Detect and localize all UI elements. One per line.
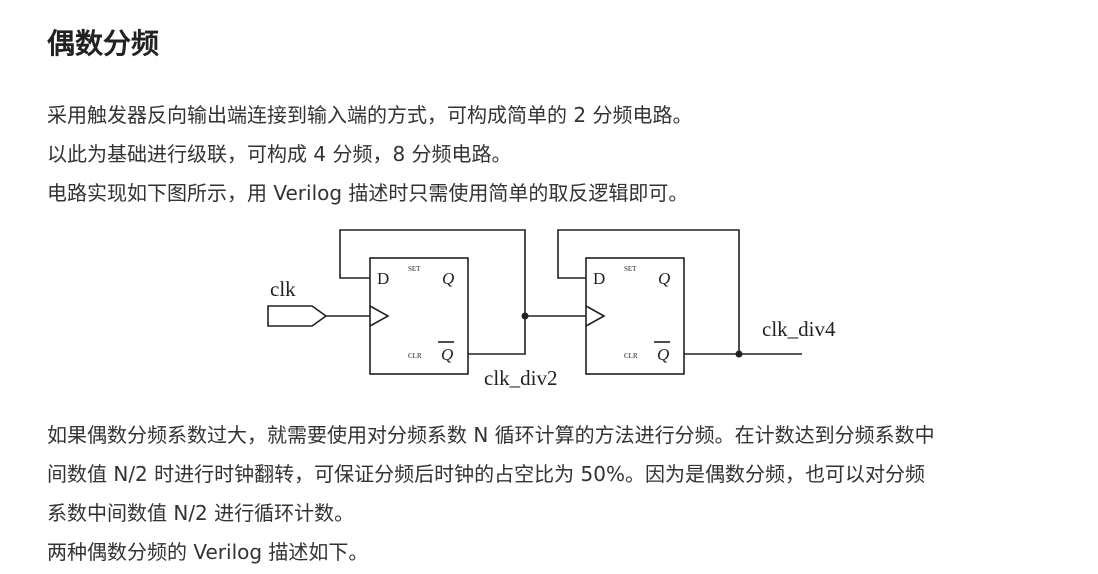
clk-label: clk xyxy=(270,277,296,301)
ff2-feedback-wire xyxy=(557,229,740,355)
intro-line: 采用触发器反向输出端连接到输入端的方式，可构成简单的 2 分频电路。 xyxy=(47,103,693,127)
intro-paragraph: 采用触发器反向输出端连接到输入端的方式，可构成简单的 2 分频电路。 以此为基础… xyxy=(47,96,1077,213)
circuit-svg: clk clk_div2 clk_div4 D SET Q CLR Q D SE… xyxy=(267,229,836,390)
ff1-d-pin-label: D xyxy=(377,269,389,288)
ff2-qbar-pin-label: Q xyxy=(657,345,669,364)
clk-input-arrow-icon xyxy=(267,305,328,327)
detail-line: 如果偶数分频系数过大，就需要使用对分频系数 N 循环计算的方法进行分频。在计数达… xyxy=(47,423,935,447)
detail-line: 两种偶数分频的 Verilog 描述如下。 xyxy=(47,540,369,564)
ff2-set-pin-label: SET xyxy=(624,265,637,273)
ff1-feedback-wire xyxy=(339,229,526,355)
ff1-clock-triangle-icon xyxy=(369,305,390,327)
intro-line: 以此为基础进行级联，可构成 4 分频，8 分频电路。 xyxy=(47,142,512,166)
junction-dot xyxy=(735,350,743,358)
ff1-qbar-pin-label: Q xyxy=(441,345,453,364)
clk-div2-label: clk_div2 xyxy=(484,366,558,390)
section-heading: 偶数分频 xyxy=(47,27,160,60)
detail-line: 系数中间数值 N/2 进行循环计数。 xyxy=(47,501,355,525)
even-divider-circuit-diagram: clk clk_div2 clk_div4 D SET Q CLR Q D SE… xyxy=(262,222,862,398)
ff1-q-pin-label: Q xyxy=(442,269,454,288)
clk-div4-label: clk_div4 xyxy=(762,317,836,341)
ff2-d-pin-label: D xyxy=(593,269,605,288)
detail-paragraph: 如果偶数分频系数过大，就需要使用对分频系数 N 循环计算的方法进行分频。在计数达… xyxy=(47,416,1077,572)
detail-line: 间数值 N/2 时进行时钟翻转，可保证分频后时钟的占空比为 50%。因为是偶数分… xyxy=(47,462,925,486)
ff1-set-pin-label: SET xyxy=(408,265,421,273)
ff2-clock-triangle-icon xyxy=(585,305,606,327)
intro-line: 电路实现如下图所示，用 Verilog 描述时只需使用简单的取反逻辑即可。 xyxy=(47,181,689,205)
ff2-q-pin-label: Q xyxy=(658,269,670,288)
junction-dot xyxy=(521,312,529,320)
ff1-clr-pin-label: CLR xyxy=(408,352,422,360)
ff2-clr-pin-label: CLR xyxy=(624,352,638,360)
